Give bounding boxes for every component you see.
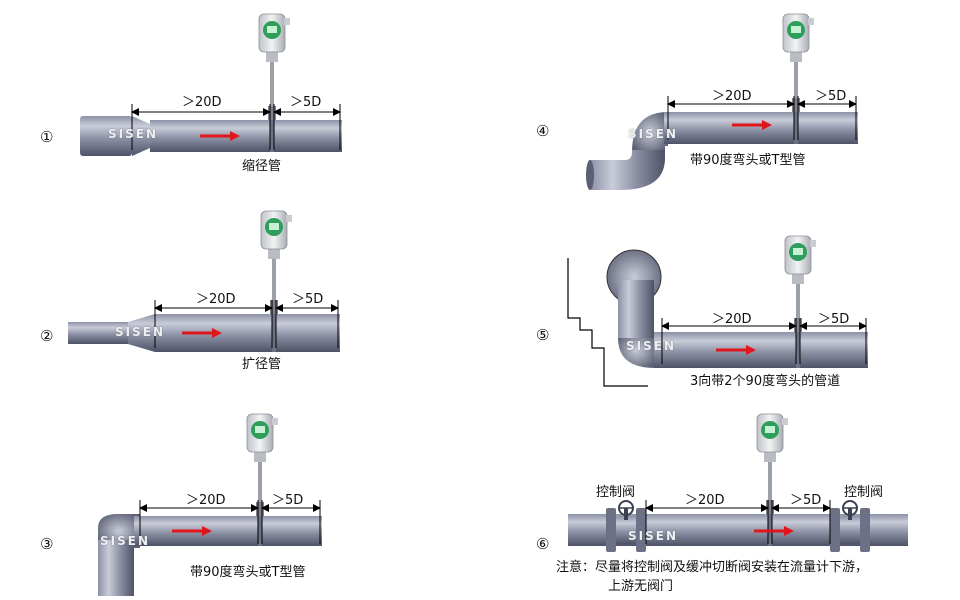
panel-3-caption: 带90度弯头或T型管	[190, 565, 306, 580]
flowmeter-icon	[260, 210, 292, 314]
panel-1-upstream-label: ＞20D	[182, 95, 222, 110]
panel-6-downstream-label: ＞5D	[790, 493, 822, 508]
panel-3-upstream-label: ＞20D	[186, 493, 226, 508]
panel-3-downstream-label: ＞5D	[272, 493, 304, 508]
panel-5-upstream-label: ＞20D	[712, 312, 752, 327]
panel-1-number: ①	[40, 128, 54, 146]
panel-4-downstream-label: ＞5D	[815, 89, 847, 104]
panel-2-brand: SISEN	[115, 325, 165, 339]
panel-2-number: ②	[40, 327, 54, 345]
panel-6-pipe	[568, 508, 908, 552]
panel-4-number: ④	[536, 122, 550, 140]
panel-1-downstream-label: ＞5D	[290, 95, 322, 110]
panel-6-upstream-label: ＞20D	[685, 493, 725, 508]
flowmeter-icon	[784, 235, 816, 332]
flow-arrow-head	[784, 526, 794, 536]
panel-6-valve-left-label: 控制阀	[596, 485, 636, 500]
panel-3-pipe	[98, 514, 322, 596]
note-line-1: 注意：尽量将控制阀及缓冲切断阀安装在流量计下游，	[556, 560, 869, 575]
panel-4-pipe	[586, 112, 858, 190]
panel-4-caption: 带90度弯头或T型管	[690, 153, 806, 168]
panel-3-brand: SISEN	[100, 534, 150, 548]
note-line-2: 上游无阀门	[608, 579, 674, 594]
panel-1-brand: SISEN	[108, 127, 158, 141]
panel-5-caption: 3向带2个90度弯头的管道	[690, 374, 841, 389]
flowmeter-icon	[246, 413, 278, 516]
panel-6-valve-right-label: 控制阀	[844, 485, 884, 500]
diagram-dynamic-layer	[131, 13, 867, 544]
panel-5-brand: SISEN	[626, 339, 676, 353]
flowmeter-icon	[258, 13, 290, 120]
flow-arrow-head	[202, 526, 212, 536]
panel-6-brand: SISEN	[628, 529, 678, 543]
panel-1-caption: 缩径管	[242, 159, 282, 174]
panel-5-downstream-label: ＞5D	[818, 312, 850, 327]
panel-4-upstream-label: ＞20D	[712, 89, 752, 104]
flow-arrow-head	[746, 345, 756, 355]
panel-5-number: ⑤	[536, 326, 550, 344]
panel-2-caption: 扩径管	[242, 357, 282, 372]
flow-arrow-head	[230, 131, 240, 141]
panel-6-number: ⑥	[536, 535, 550, 553]
panel-3-number: ③	[40, 535, 54, 553]
panel-2-upstream-label: ＞20D	[196, 292, 236, 307]
flowmeter-icon	[756, 413, 788, 514]
panel-5-pipe	[567, 249, 868, 387]
flow-arrow-head	[212, 328, 222, 338]
panel-2-downstream-label: ＞5D	[292, 292, 324, 307]
panel-1-pipe	[80, 116, 342, 156]
panel-4-brand: SISEN	[628, 127, 678, 141]
flowmeter-icon	[782, 13, 814, 112]
panel-2-pipe	[68, 314, 340, 352]
flow-arrow-head	[762, 120, 772, 130]
